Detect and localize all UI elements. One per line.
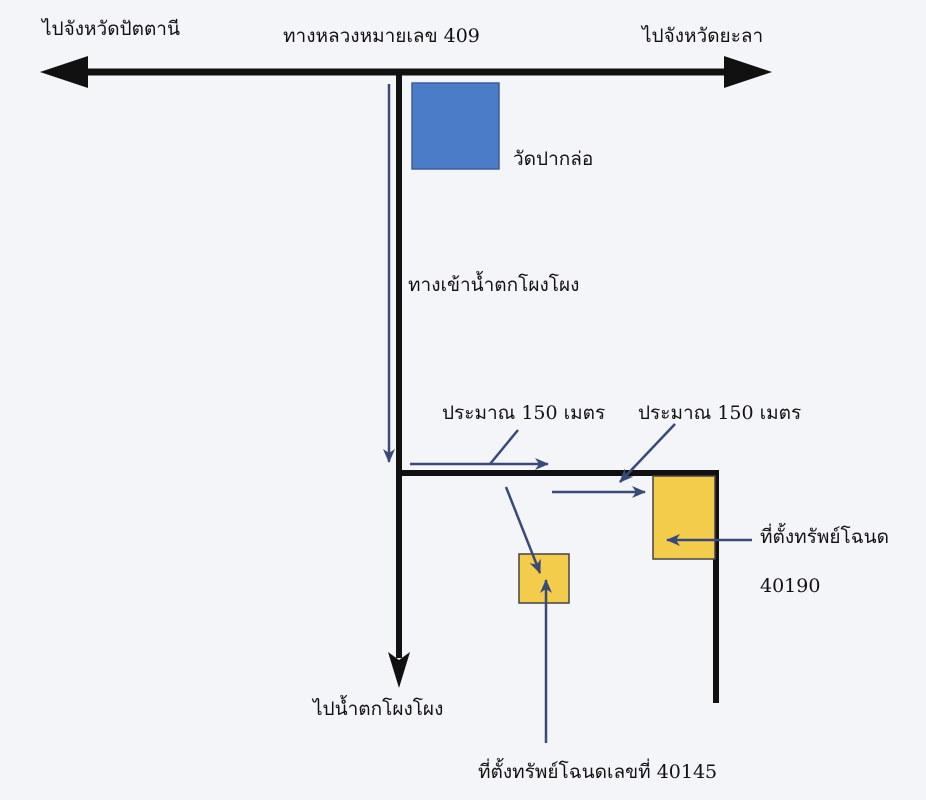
label-waterfall-entrance: ทางเข้าน้ำตกโผงโผง [408, 274, 580, 296]
arrowhead-south-icon [388, 652, 410, 688]
label-temple: วัดปากล่อ [513, 148, 594, 170]
parcel-40145-marker [518, 553, 570, 604]
label-parcel-40190: ที่ตั้งทรัพย์โฉนด [760, 526, 890, 548]
parcel-40190-marker [652, 475, 716, 560]
label-distance-1: ประมาณ 150 เมตร [442, 402, 606, 424]
label-distance-2: ประมาณ 150 เมตร [638, 402, 802, 424]
pointer-distance-1 [489, 429, 519, 465]
pointer-parcel-40145-top [504, 486, 542, 574]
label-parcel-40190-number: 40190 [760, 575, 821, 597]
pointer-distance-2 [619, 423, 676, 483]
temple-marker [411, 82, 500, 170]
label-parcel-40145: ที่ตั้งทรัพย์โฉนดเลขที่ 40145 [478, 761, 718, 783]
label-to-pattani: ไปจังหวัดปัตตานี [42, 18, 180, 40]
arrowhead-east-icon [724, 56, 772, 88]
label-to-yala: ไปจังหวัดยะลา [642, 25, 764, 47]
label-highway: ทางหลวงหมายเลข 409 [283, 25, 480, 47]
label-to-waterfall: ไปน้ำตกโผงโผง [313, 698, 444, 720]
arrowhead-west-icon [40, 56, 88, 88]
